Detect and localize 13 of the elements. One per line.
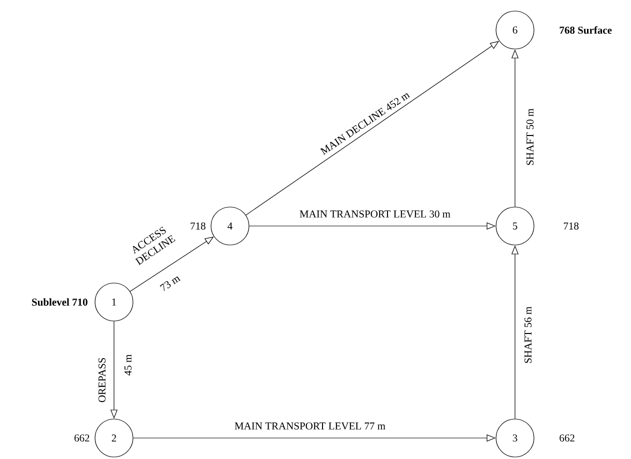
edge-label: MAIN TRANSPORT LEVEL 30 m: [300, 210, 450, 218]
elevation-label: 768 Surface: [560, 26, 612, 34]
elevation-label: 718: [190, 222, 206, 230]
edge-label: OREPASS: [98, 358, 106, 402]
edge-label: SHAFT 50 m: [526, 108, 534, 165]
elevation-label: 718: [564, 222, 579, 230]
edge-label: MAIN TRANSPORT LEVEL 77 m: [234, 422, 386, 430]
elevation-label: Sublevel 710: [32, 298, 88, 306]
edge-label: SHAFT 56 m: [524, 306, 532, 363]
length-label: 73 m: [160, 276, 181, 292]
elevation-label: 662: [74, 434, 90, 442]
length-label: 45 m: [124, 354, 132, 376]
elevation-label: 662: [560, 434, 574, 442]
